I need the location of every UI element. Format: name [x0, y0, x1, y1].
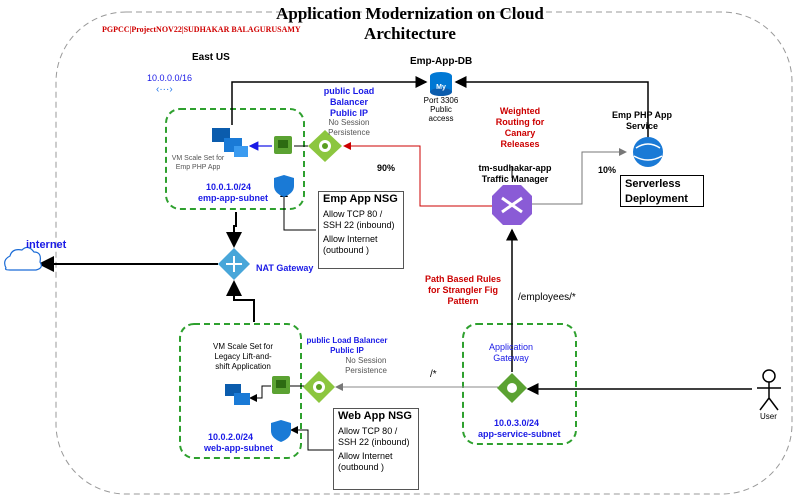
web-lb-title: public Load Balancer Public IP	[306, 336, 388, 355]
app-service-icon	[633, 137, 663, 167]
application-gateway-icon	[497, 373, 527, 403]
serverless-box: Serverless Deployment	[620, 175, 704, 207]
emp-nsg-title: Emp App NSG	[323, 193, 398, 205]
cloud-boundary	[55, 11, 793, 495]
user-label: User	[760, 412, 777, 421]
app-gateway-label: Application Gateway	[488, 342, 534, 363]
web-nsg-rule-inbound: Allow TCP 80 / SSH 22 (inbound)	[338, 426, 410, 447]
svg-text:My: My	[436, 84, 446, 91]
internet-cloud-icon	[4, 246, 42, 271]
vnet-icon: ‹···›	[156, 84, 173, 95]
web-subnet-cidr: 10.0.2.0/24	[208, 432, 254, 442]
app-gateway-cidr: 10.0.3.0/24	[494, 418, 540, 428]
web-nsg-box: Web App NSG Allow TCP 80 / SSH 22 (inbou…	[333, 408, 419, 490]
web-to-nat	[226, 280, 255, 322]
app-service-label: Emp PHP App Service	[611, 110, 672, 131]
web-subnet-box	[179, 323, 302, 459]
employees-path-label: /employees/*	[518, 292, 576, 303]
emp-vmss-label: VM Scale Set for Emp PHP App	[171, 155, 225, 171]
app-subnet-box	[462, 323, 577, 445]
emp-to-nat	[226, 212, 242, 248]
appservice-to-db-line	[454, 76, 649, 143]
db-port-note: Port 3306 Public access	[423, 96, 459, 123]
path-rules-text: Path Based Rules for Strangler Fig Patte…	[424, 274, 502, 306]
region-label: East US	[192, 52, 230, 63]
weighted-routing-text: Weighted Routing for Canary Releases	[495, 106, 545, 149]
web-nsg-title: Web App NSG	[338, 410, 412, 422]
vnet-cidr: 10.0.0.0/16	[147, 73, 193, 83]
emp-vm-icon	[274, 136, 292, 154]
author-credit: PGPCC|ProjectNOV22|SUDHAKAR BALAGURUSAMY	[102, 25, 301, 34]
emp-subnet-name: emp-app-subnet	[198, 193, 269, 203]
app-gateway-subnet: app-service-subnet	[478, 429, 561, 439]
emp-nsg-link	[280, 189, 316, 231]
internet-label: internet	[26, 239, 67, 251]
traffic-manager-label: tm-sudhakar-app Traffic Manager	[478, 163, 552, 184]
default-path-label: /*	[430, 369, 437, 380]
emp-vmss-icon	[212, 128, 248, 157]
web-subnet-name: web-app-subnet	[204, 443, 273, 453]
web-vm-icon	[272, 376, 290, 394]
emp-nsg-box: Emp App NSG Allow TCP 80 / SSH 22 (inbou…	[318, 191, 404, 269]
tm-to-emp-lb	[343, 142, 492, 207]
emp-to-db-line	[231, 76, 428, 125]
user-icon	[757, 369, 781, 411]
emp-lb-title: public Load Balancer Public IP	[323, 86, 375, 118]
diagram-title: Application Modernization on Cloud Archi…	[276, 4, 544, 43]
web-nsg-link	[290, 426, 334, 451]
traffic-manager-icon	[492, 185, 532, 225]
web-vmss-icon	[225, 384, 250, 405]
web-vmss-label: VM Scale Set for Legacy Lift-and-shift A…	[212, 342, 274, 371]
nat-gateway-label: NAT Gateway	[256, 263, 314, 273]
nat-gateway-icon	[218, 248, 250, 280]
web-lb-note: No Session Persistence	[345, 356, 387, 375]
web-load-balancer-icon	[303, 371, 335, 403]
emp-nsg-rule-inbound: Allow TCP 80 / SSH 22 (inbound)	[323, 209, 395, 230]
db-label: Emp-App-DB	[410, 56, 473, 67]
web-nsg-rule-outbound: Allow Internet (outbound )	[338, 451, 393, 472]
emp-nsg-shield-icon	[274, 175, 294, 197]
emp-nsg-rule-outbound: Allow Internet (outbound )	[323, 234, 378, 255]
web-lb-to-vmss	[249, 385, 271, 402]
emp-subnet-cidr: 10.0.1.0/24	[206, 182, 252, 192]
svg-text:‹···›: ‹···›	[156, 84, 173, 95]
emp-lb-note: No Session Persistence	[328, 118, 370, 137]
tm-to-appservice	[532, 148, 627, 205]
emp-subnet-box	[165, 108, 305, 210]
web-nsg-shield-icon	[271, 420, 291, 442]
weight-vm: 90%	[377, 163, 396, 173]
mysql-db-icon: My	[430, 72, 452, 96]
weight-app-service: 10%	[598, 165, 617, 175]
emp-load-balancer-icon	[308, 130, 342, 162]
